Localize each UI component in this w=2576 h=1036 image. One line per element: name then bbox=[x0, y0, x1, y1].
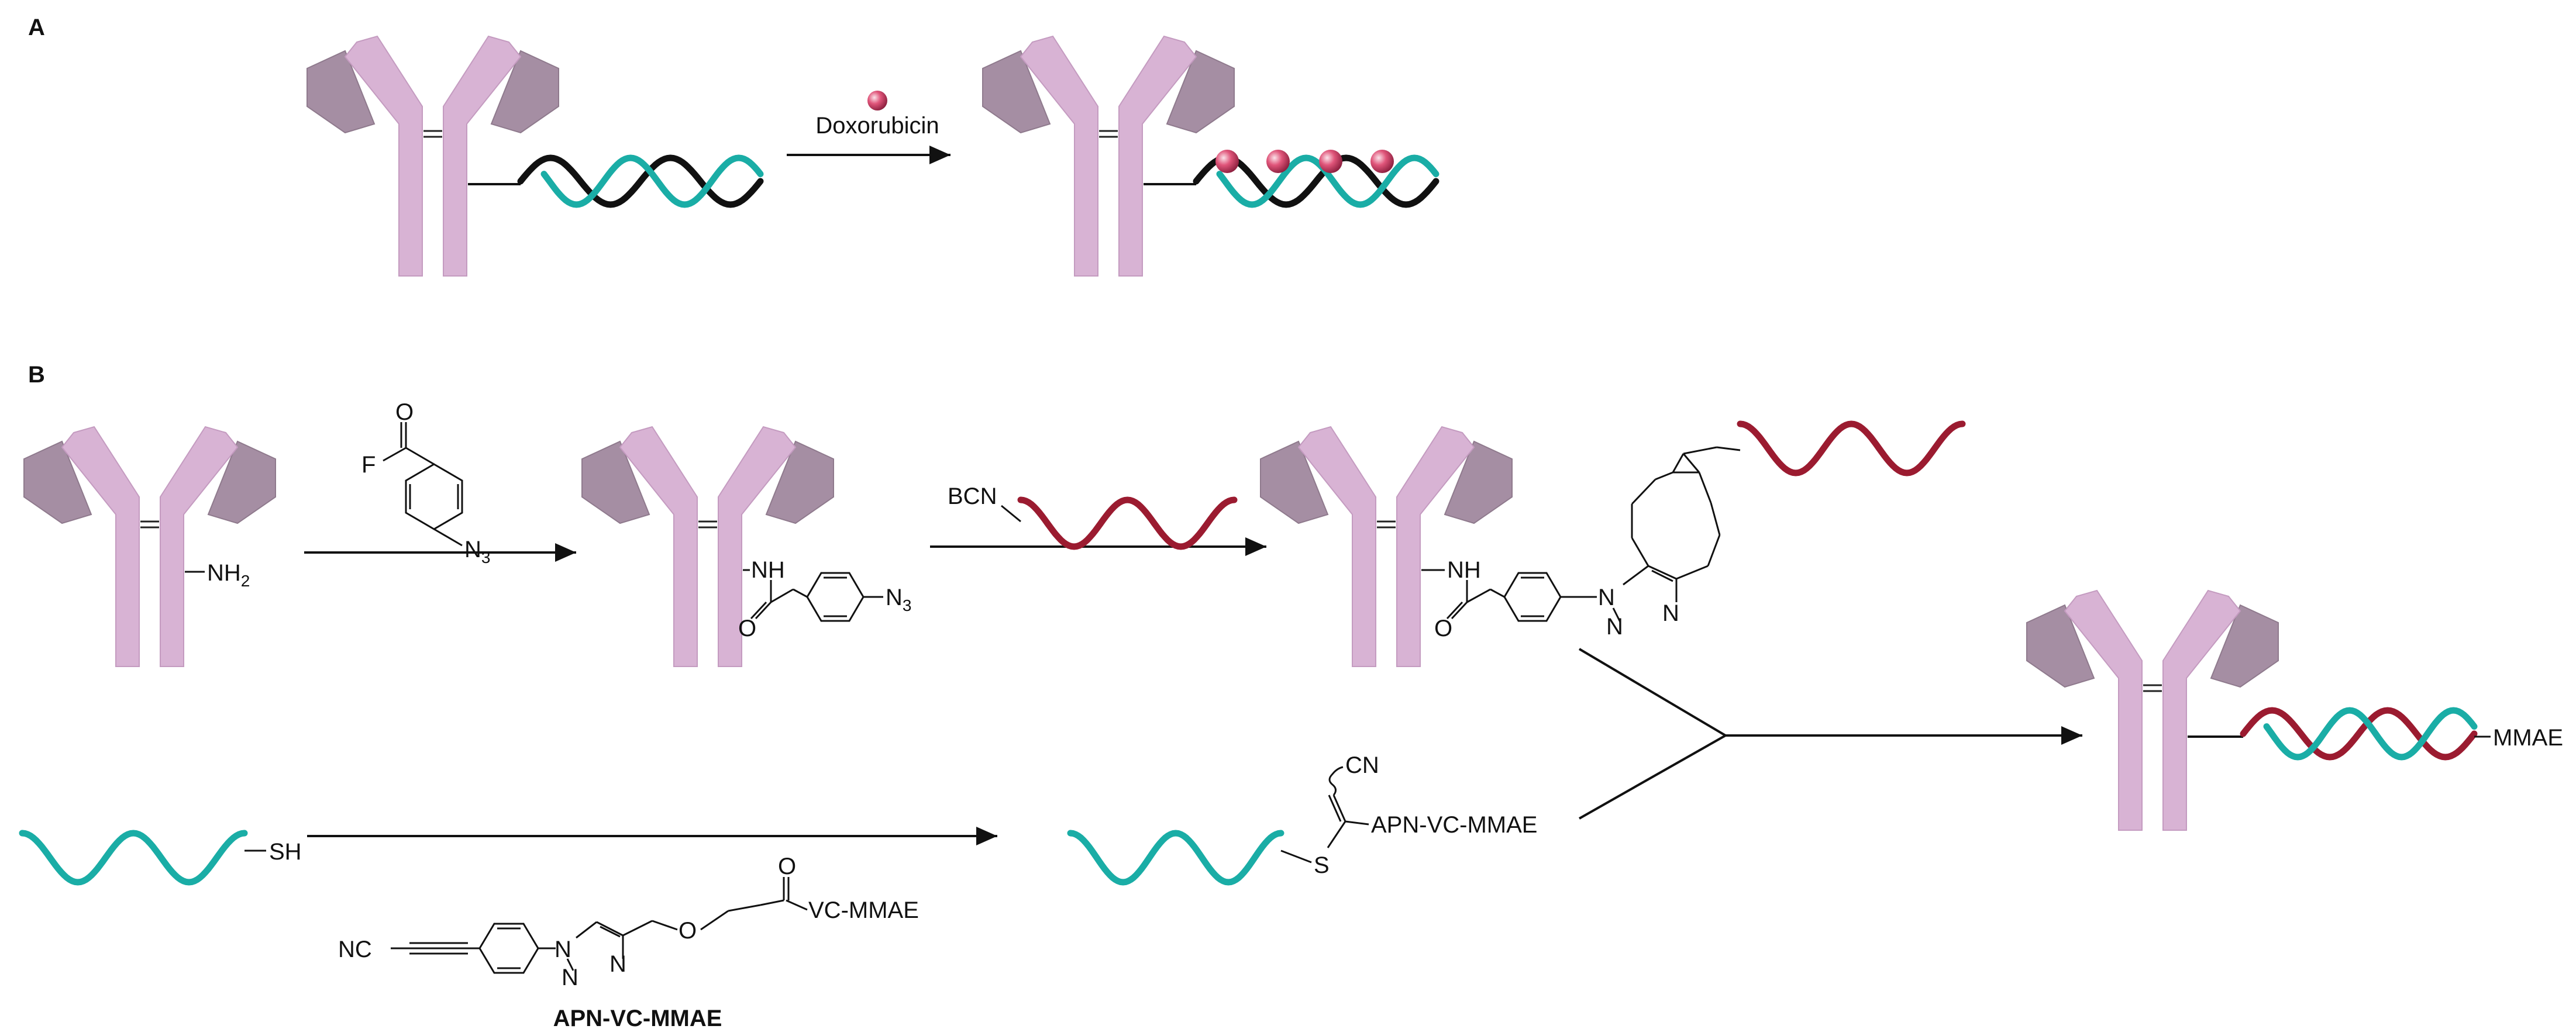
convergence-arrow bbox=[1578, 648, 2082, 820]
heavy-chain-right bbox=[2162, 589, 2241, 831]
apn-triazole-n2: N bbox=[562, 965, 578, 990]
adduct-payload: APN-VC-MMAE bbox=[1371, 812, 1537, 838]
triazole-n2: N bbox=[1606, 614, 1623, 640]
apn-vc-mmae-structure bbox=[391, 877, 808, 974]
dna-single-strand bbox=[1737, 420, 1966, 476]
light-chain-left bbox=[982, 50, 1051, 134]
heavy-chain-right bbox=[718, 426, 797, 667]
product-mmae-label: MMAE bbox=[2493, 725, 2563, 751]
amide-oxygen-2: O bbox=[1434, 616, 1452, 641]
acyl-oxygen: O bbox=[395, 399, 414, 425]
light-chain-left bbox=[2026, 604, 2095, 688]
antibody-b-product bbox=[2026, 589, 2279, 831]
light-chain-left bbox=[306, 50, 376, 134]
dna-strand-front bbox=[2263, 707, 2478, 761]
light-chain-left bbox=[581, 440, 650, 524]
apn-triazole-n1: N bbox=[555, 937, 571, 962]
light-chain-right bbox=[490, 50, 559, 134]
apn-vc-mmae-tail: VC-MMAE bbox=[808, 897, 919, 923]
adduct-dna-strand bbox=[1067, 830, 1284, 886]
thiol-dna-strand bbox=[19, 830, 248, 886]
amide-nh-1: NH bbox=[751, 557, 785, 583]
amine-group: NH2 bbox=[185, 560, 250, 590]
acyl-fluorine: F bbox=[361, 452, 376, 478]
antibody-a-start bbox=[306, 35, 559, 277]
heavy-chain-left bbox=[344, 35, 423, 277]
triazole-n1: N bbox=[1598, 585, 1615, 610]
dna-duplex-a1 bbox=[517, 154, 764, 208]
bcn-linker bbox=[1001, 505, 1021, 523]
triazole-n3: N bbox=[1662, 600, 1679, 626]
thiol-label: SH bbox=[269, 839, 302, 865]
heavy-chain-left bbox=[2064, 589, 2143, 831]
adduct-sulfur: S bbox=[1314, 852, 1330, 878]
doxorubicin-intercalated bbox=[1215, 150, 1394, 173]
aryl-azide-structure bbox=[743, 569, 883, 622]
heavy-chain-right bbox=[443, 35, 522, 277]
drug-bead-icon bbox=[1370, 150, 1394, 173]
heavy-chain-left bbox=[61, 426, 140, 667]
bcn-label: BCN bbox=[948, 484, 997, 509]
heavy-chain-left bbox=[1297, 426, 1376, 667]
apn-triazole-n3: N bbox=[609, 951, 626, 977]
antibody-b-triazole bbox=[1260, 426, 1513, 667]
amide-nh-2: NH bbox=[1447, 557, 1481, 583]
drug-bead-icon bbox=[1215, 150, 1239, 173]
light-chain-right bbox=[207, 440, 276, 524]
thiol-adduct-structure bbox=[1280, 766, 1369, 864]
heavy-chain-left bbox=[619, 426, 698, 667]
apn-compound-name: APN-VC-MMAE bbox=[553, 1006, 722, 1031]
dna-strand-front bbox=[540, 154, 764, 208]
panel-a: Doxorubicin bbox=[468, 91, 1439, 208]
reagent-doxorubicin: Doxorubicin bbox=[815, 113, 939, 139]
heavy-chain-right bbox=[1118, 35, 1197, 277]
azide-label-1: N3 bbox=[464, 537, 490, 567]
product-dna-duplex bbox=[2240, 707, 2478, 761]
doxorubicin-bead-icon bbox=[867, 91, 887, 110]
antibody-a-end bbox=[982, 35, 1235, 277]
light-chain-right bbox=[1166, 50, 1235, 134]
antibody-b-azide bbox=[581, 426, 834, 667]
drug-bead-icon bbox=[1319, 150, 1342, 173]
amine-label: NH2 bbox=[207, 560, 250, 590]
dna-single-strand bbox=[19, 830, 248, 886]
azide-label-2: N3 bbox=[886, 585, 911, 614]
azidobenzoyl-fluoride-structure bbox=[383, 422, 463, 547]
heavy-chain-right bbox=[160, 426, 239, 667]
dna-single-strand bbox=[1017, 496, 1238, 550]
amide-oxygen-1: O bbox=[738, 616, 756, 641]
drug-bead-icon bbox=[1266, 150, 1290, 173]
adduct-nitrile: CN bbox=[1345, 752, 1379, 778]
apn-ether-oxygen: O bbox=[679, 918, 697, 944]
dna-single-strand bbox=[1067, 830, 1284, 886]
heavy-chain-left bbox=[1020, 35, 1098, 277]
light-chain-right bbox=[2210, 604, 2279, 688]
light-chain-right bbox=[1444, 440, 1513, 524]
panel-label-b: B bbox=[28, 362, 45, 388]
dna-strand-front bbox=[1216, 154, 1439, 208]
dna-strand-back bbox=[517, 154, 764, 208]
apn-nitrile-label: NC bbox=[338, 937, 372, 962]
dna-strand-back bbox=[2240, 707, 2478, 761]
light-chain-left bbox=[1260, 440, 1329, 524]
triazole-dna-strand bbox=[1737, 420, 1966, 476]
triazole-conjugate-structure bbox=[1421, 446, 1741, 623]
light-chain-right bbox=[765, 440, 834, 524]
bcn-dna-strand bbox=[1017, 496, 1238, 550]
light-chain-left bbox=[23, 440, 92, 524]
antibody-b-amine bbox=[23, 426, 276, 667]
panel-label-a: A bbox=[28, 15, 45, 40]
heavy-chain-right bbox=[1396, 426, 1475, 667]
apn-carbonyl-oxygen: O bbox=[778, 854, 796, 879]
